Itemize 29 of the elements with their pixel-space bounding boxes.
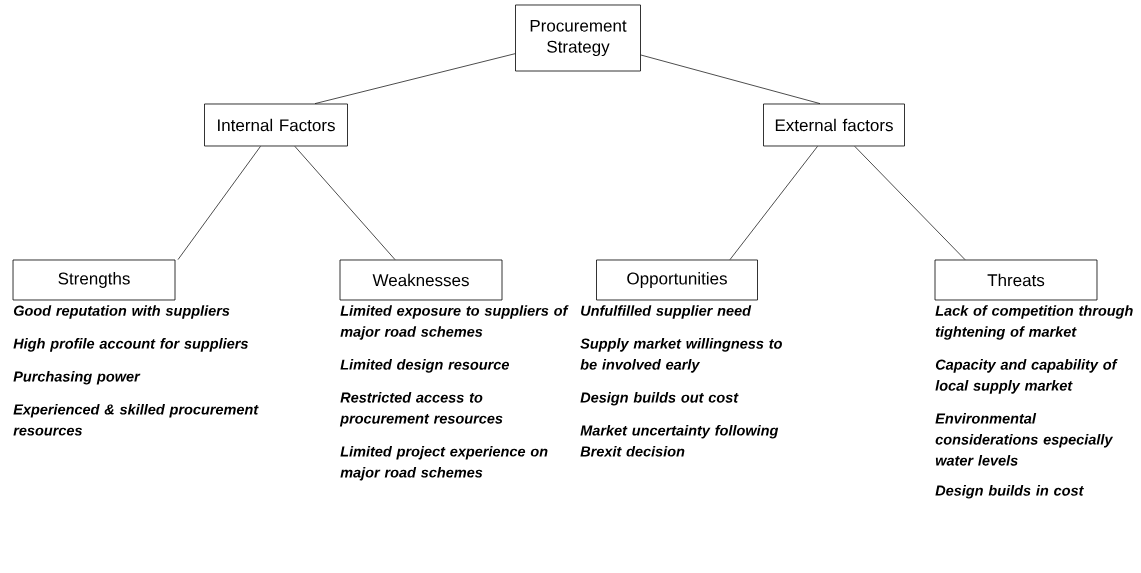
factor-text: Limited design resource [340, 359, 509, 373]
factor-text: Design builds out cost [580, 392, 739, 406]
connector-line [640, 54, 821, 104]
box: Opportunities [596, 259, 758, 301]
factor-text: Market uncertainty following Brexit decision [580, 424, 779, 457]
box: Procurement Strategy [515, 4, 641, 72]
factor-text: Supply market willingness to be involved early [580, 338, 782, 373]
factor-text: Design builds in cost [935, 485, 1084, 499]
factor-text: Environmental considerations especially water levels [935, 413, 1114, 466]
factor-text: Limited project experience on major road schemes [340, 445, 548, 481]
factor-text: Good reputation with suppliers [13, 305, 230, 319]
factor-text: Capacity and capability of local supply market [935, 359, 1118, 394]
connector-line [729, 146, 818, 260]
factor-text: Limited exposure to suppliers of major road schemes [340, 305, 569, 340]
box: Threats [934, 259, 1098, 301]
connector-line [854, 146, 966, 260]
connector-line [177, 146, 261, 260]
factor-text: Restricted access to procurement resources [339, 392, 503, 427]
box: Weaknesses [339, 259, 503, 301]
factor-text: Unfulfilled supplier need [581, 305, 752, 319]
box: External factors [763, 103, 905, 147]
box: Strengths [12, 259, 176, 301]
factor-text: High profile account for suppliers [13, 338, 248, 352]
connector-line [294, 146, 396, 260]
factor-text: Lack of competition through tightening of market [935, 305, 1133, 340]
box: Internal Factors [204, 103, 348, 147]
factor-text: Purchasing power [13, 371, 141, 385]
connector-line [314, 53, 516, 104]
factor-text: Experienced & skilled procurement resources [13, 403, 259, 436]
